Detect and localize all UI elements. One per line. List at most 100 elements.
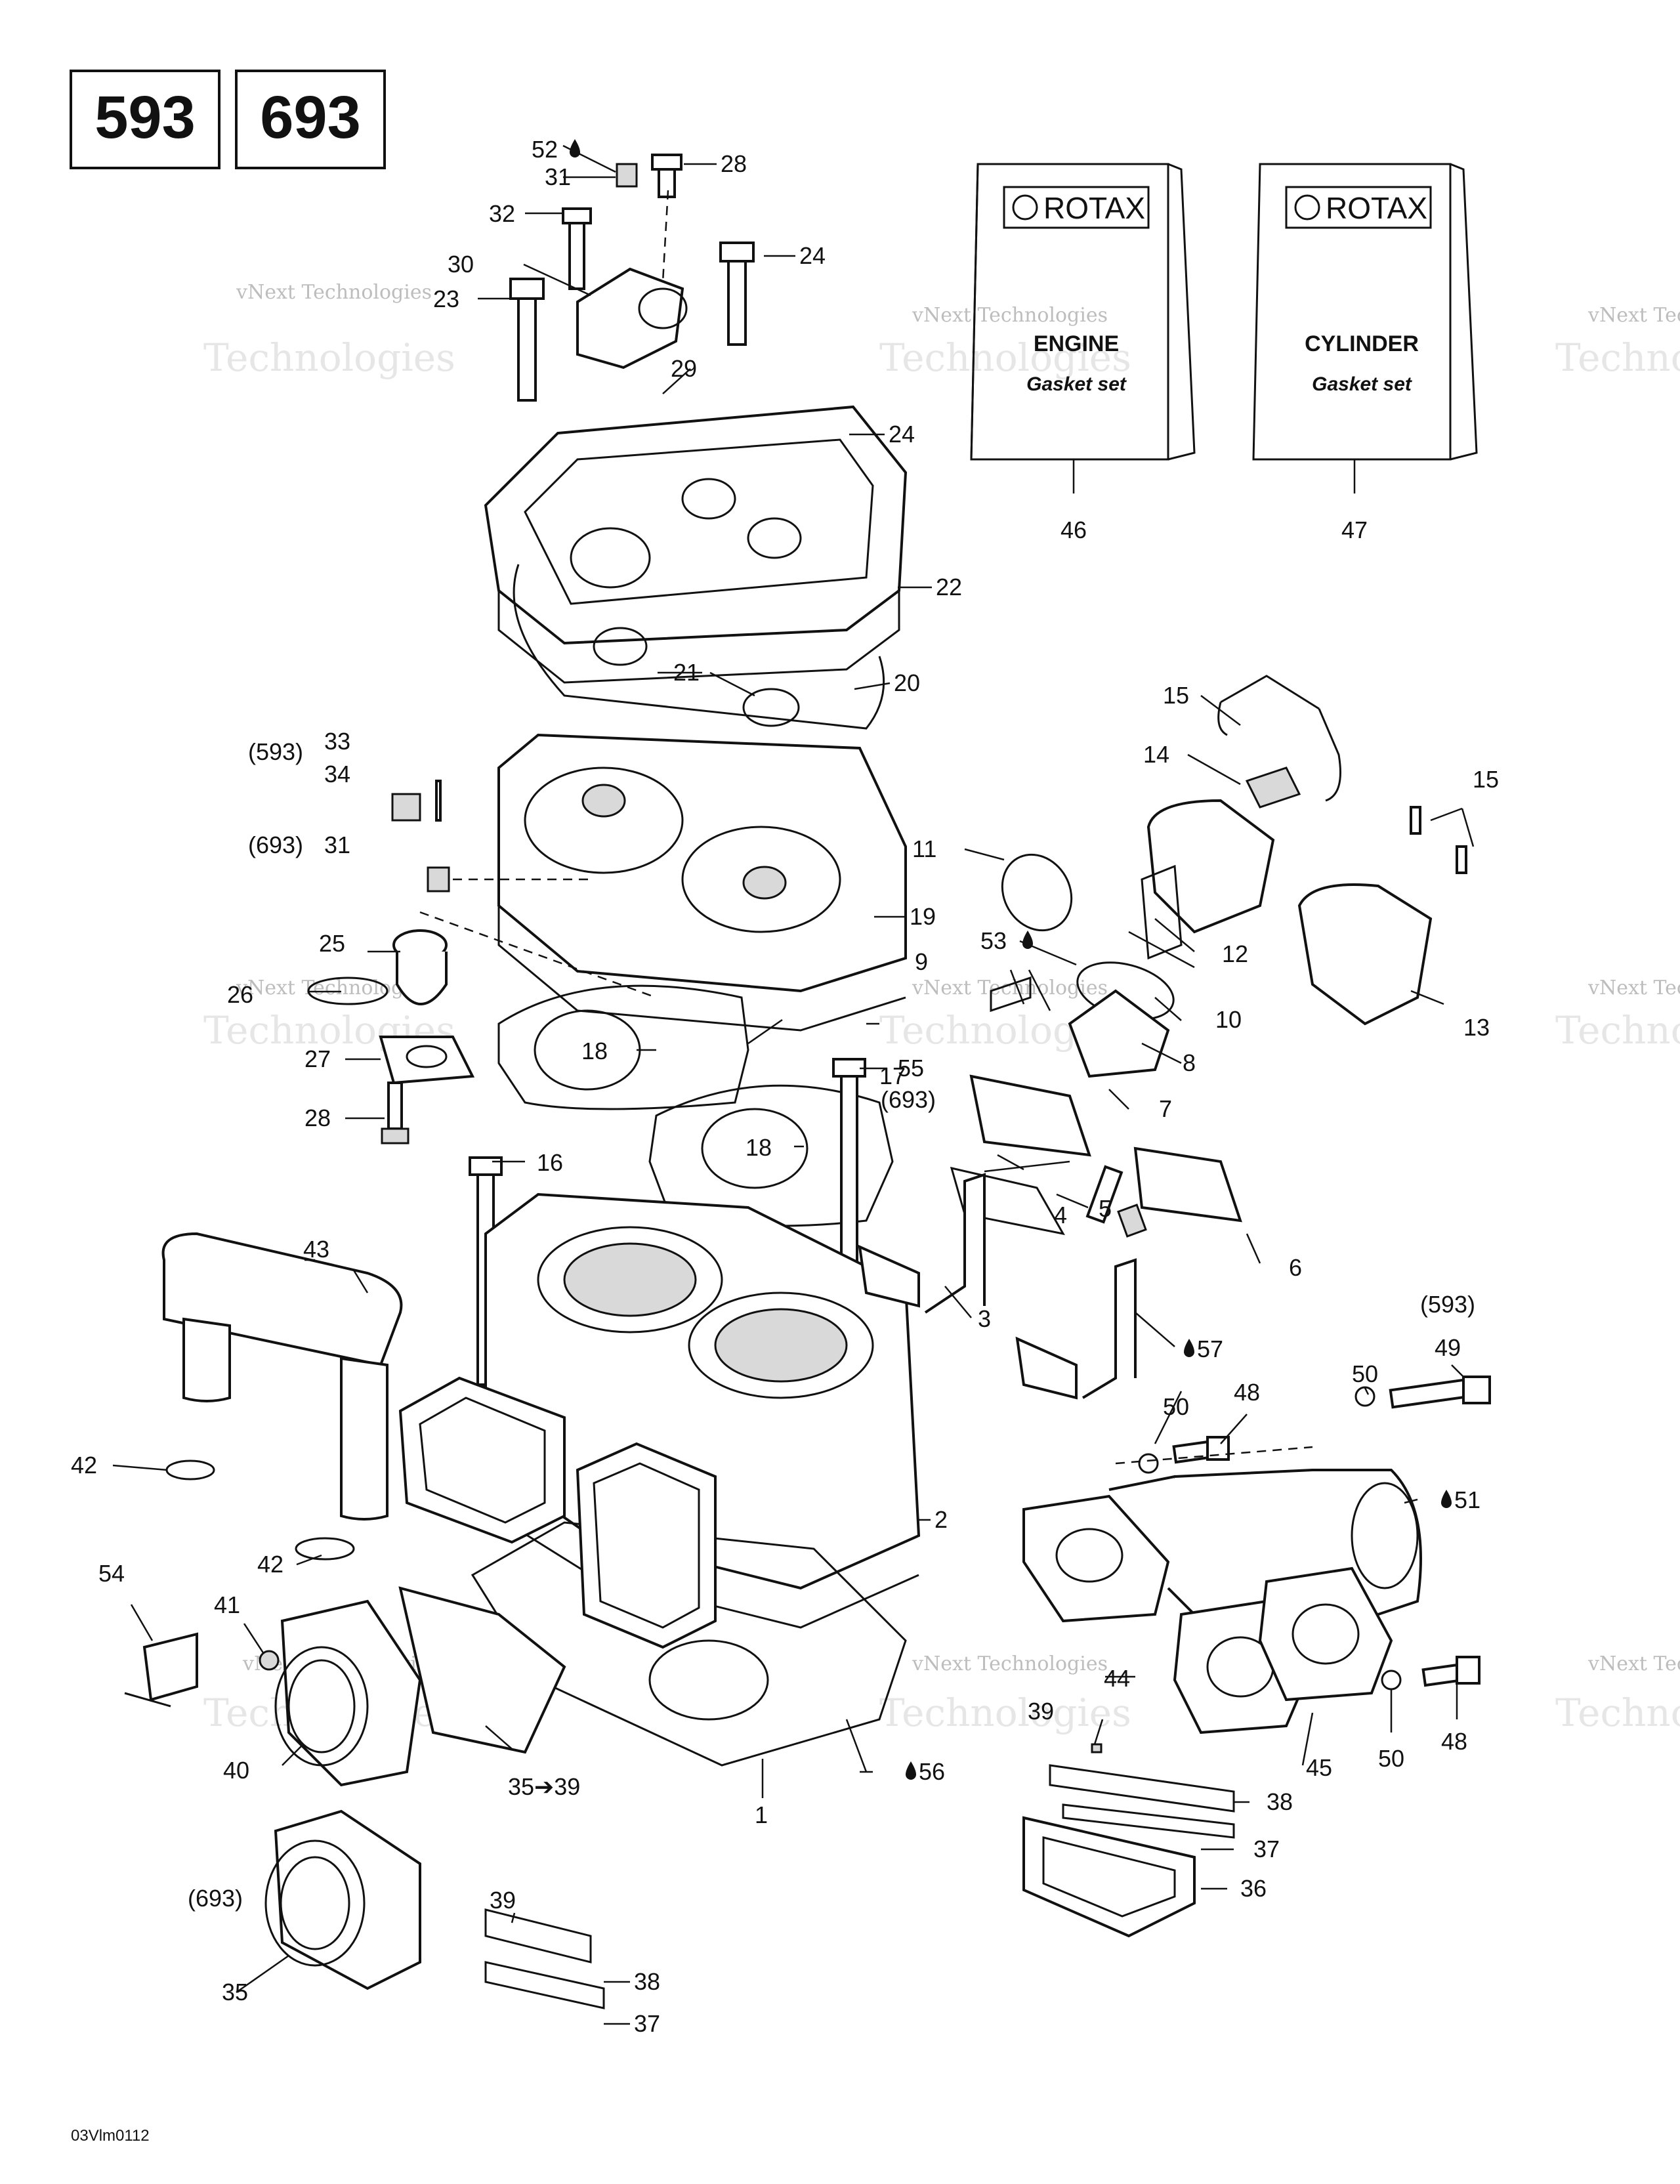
callout-693-variant: (693): [881, 1086, 936, 1113]
callout-5: 5: [1099, 1195, 1112, 1222]
callout-3: 3: [978, 1305, 991, 1332]
kit-brand: ROTAX: [1326, 191, 1427, 225]
callout-33: 33: [324, 728, 350, 755]
rotax-logo-icon: [1012, 194, 1038, 220]
gasket-kit-engine: ROTAX ENGINE Gasket set: [970, 163, 1196, 461]
watermark-small: vNext Technologies: [236, 281, 432, 304]
callout-21: 21: [673, 659, 700, 686]
callout-52: 52: [532, 136, 558, 163]
callout-13: 13: [1463, 1014, 1490, 1041]
callout-38: 38: [634, 1968, 660, 1995]
watermark-large: Technologies: [879, 1690, 1131, 1735]
callout-14: 14: [1143, 741, 1169, 768]
oil-drop-icon: [906, 1761, 916, 1780]
callout-34: 34: [324, 761, 350, 788]
callout-36: 36: [1240, 1875, 1267, 1902]
callout-4: 4: [1054, 1202, 1067, 1228]
rotax-logo-icon: [1294, 194, 1320, 220]
callout-10: 10: [1215, 1006, 1242, 1033]
oil-drop-icons: [570, 139, 1452, 1780]
watermark-small: vNext Technologies: [1587, 1652, 1680, 1675]
kit-title: CYLINDER: [1305, 331, 1419, 356]
leader-lines: [112, 144, 1475, 2025]
callout-6: 6: [1289, 1254, 1302, 1281]
callout-50: 50: [1378, 1745, 1404, 1772]
watermark-large: Technologies: [1555, 1690, 1680, 1735]
callout-28: 28: [304, 1104, 331, 1131]
watermark-small: vNext Technologies: [912, 304, 1108, 327]
callout-17: 17: [879, 1062, 906, 1089]
callout-593-variant: (593): [1420, 1291, 1475, 1318]
callout-24: 24: [889, 421, 915, 448]
gasket-kit-cylinder: ROTAX CYLINDER Gasket set: [1252, 163, 1478, 461]
muffler-tube: [161, 1232, 403, 1561]
oil-drop-icon: [1441, 1490, 1452, 1508]
watermark-large: Technologies: [879, 335, 1131, 380]
callout-53: 53: [980, 927, 1007, 954]
callout-57: 57: [1197, 1335, 1223, 1362]
callout-18: 18: [581, 1038, 608, 1064]
callout-48: 48: [1441, 1728, 1467, 1755]
callout-693-variant: (693): [188, 1885, 243, 1912]
callout-41: 41: [214, 1591, 240, 1618]
callout-22: 22: [936, 574, 962, 600]
callout-1: 1: [755, 1801, 768, 1828]
watermark-small: vNext Technologies: [912, 1652, 1108, 1675]
exhaust-valves: [858, 1074, 1242, 1400]
watermark-large: Technologies: [203, 335, 455, 380]
rave-valve-group: [990, 675, 1467, 1078]
intake-adapter: [124, 1586, 566, 1787]
kit-subtitle: Gasket set: [1026, 373, 1127, 395]
callout-46: 46: [1060, 516, 1087, 543]
callout-49: 49: [1435, 1334, 1461, 1361]
callout-50: 50: [1352, 1360, 1378, 1387]
watermark-small: vNext Technologies: [1587, 976, 1680, 999]
callout-37: 37: [1253, 1836, 1280, 1862]
callout-26: 26: [227, 981, 253, 1008]
callout-25: 25: [319, 930, 345, 957]
callout-31: 31: [324, 831, 350, 858]
callout-39: 39: [1028, 1698, 1054, 1725]
cylinder-head-cover: [484, 405, 908, 730]
callout-693-variant: (693): [248, 831, 303, 858]
figure-code: 03Vlm0112: [71, 2127, 150, 2145]
callout-30: 30: [448, 251, 474, 278]
callout-44: 44: [1104, 1665, 1130, 1692]
reed-block: [1022, 1743, 1235, 1938]
callouts: 52 31 28 32 24 30 23 29 24 22 21 20 19 1…: [71, 136, 1499, 2037]
callout-15: 15: [1163, 682, 1189, 709]
callout-31: 31: [545, 163, 571, 190]
watermark-large: Technologies: [1555, 335, 1680, 380]
exhaust-manifold: [1022, 1376, 1491, 1734]
callout-19: 19: [910, 903, 936, 930]
callout-37: 37: [634, 2010, 660, 2037]
callout-39: 39: [490, 1887, 516, 1914]
callout-18: 18: [746, 1134, 772, 1161]
callout-38: 38: [1267, 1788, 1293, 1815]
callout-9: 9: [915, 948, 928, 975]
oil-drop-icon: [570, 139, 580, 158]
callout-24: 24: [799, 242, 826, 269]
callout-35-39: 35➔39: [508, 1773, 580, 1800]
callout-2: 2: [934, 1506, 948, 1533]
callout-42: 42: [71, 1452, 97, 1479]
callout-54: 54: [98, 1560, 125, 1587]
watermark-small: vNext Technologies: [912, 976, 1108, 999]
callout-15: 15: [1473, 766, 1499, 793]
cylinder-head: [497, 733, 907, 1032]
callout-42: 42: [257, 1551, 284, 1578]
callout-40: 40: [223, 1757, 249, 1784]
callout-20: 20: [894, 669, 920, 696]
watermark-large: Technologies: [1555, 1008, 1680, 1053]
watermark-small: vNext Technologies: [1587, 304, 1680, 327]
callout-23: 23: [433, 285, 459, 312]
model-number-693: 693: [260, 84, 361, 151]
intake-reed-boxes: [398, 1376, 717, 1649]
callout-27: 27: [304, 1045, 331, 1072]
callout-593-variant: (593): [248, 738, 303, 765]
callout-32: 32: [489, 200, 515, 227]
callout-16: 16: [537, 1149, 563, 1176]
callout-50: 50: [1163, 1393, 1189, 1420]
kit-brand: ROTAX: [1043, 191, 1145, 225]
